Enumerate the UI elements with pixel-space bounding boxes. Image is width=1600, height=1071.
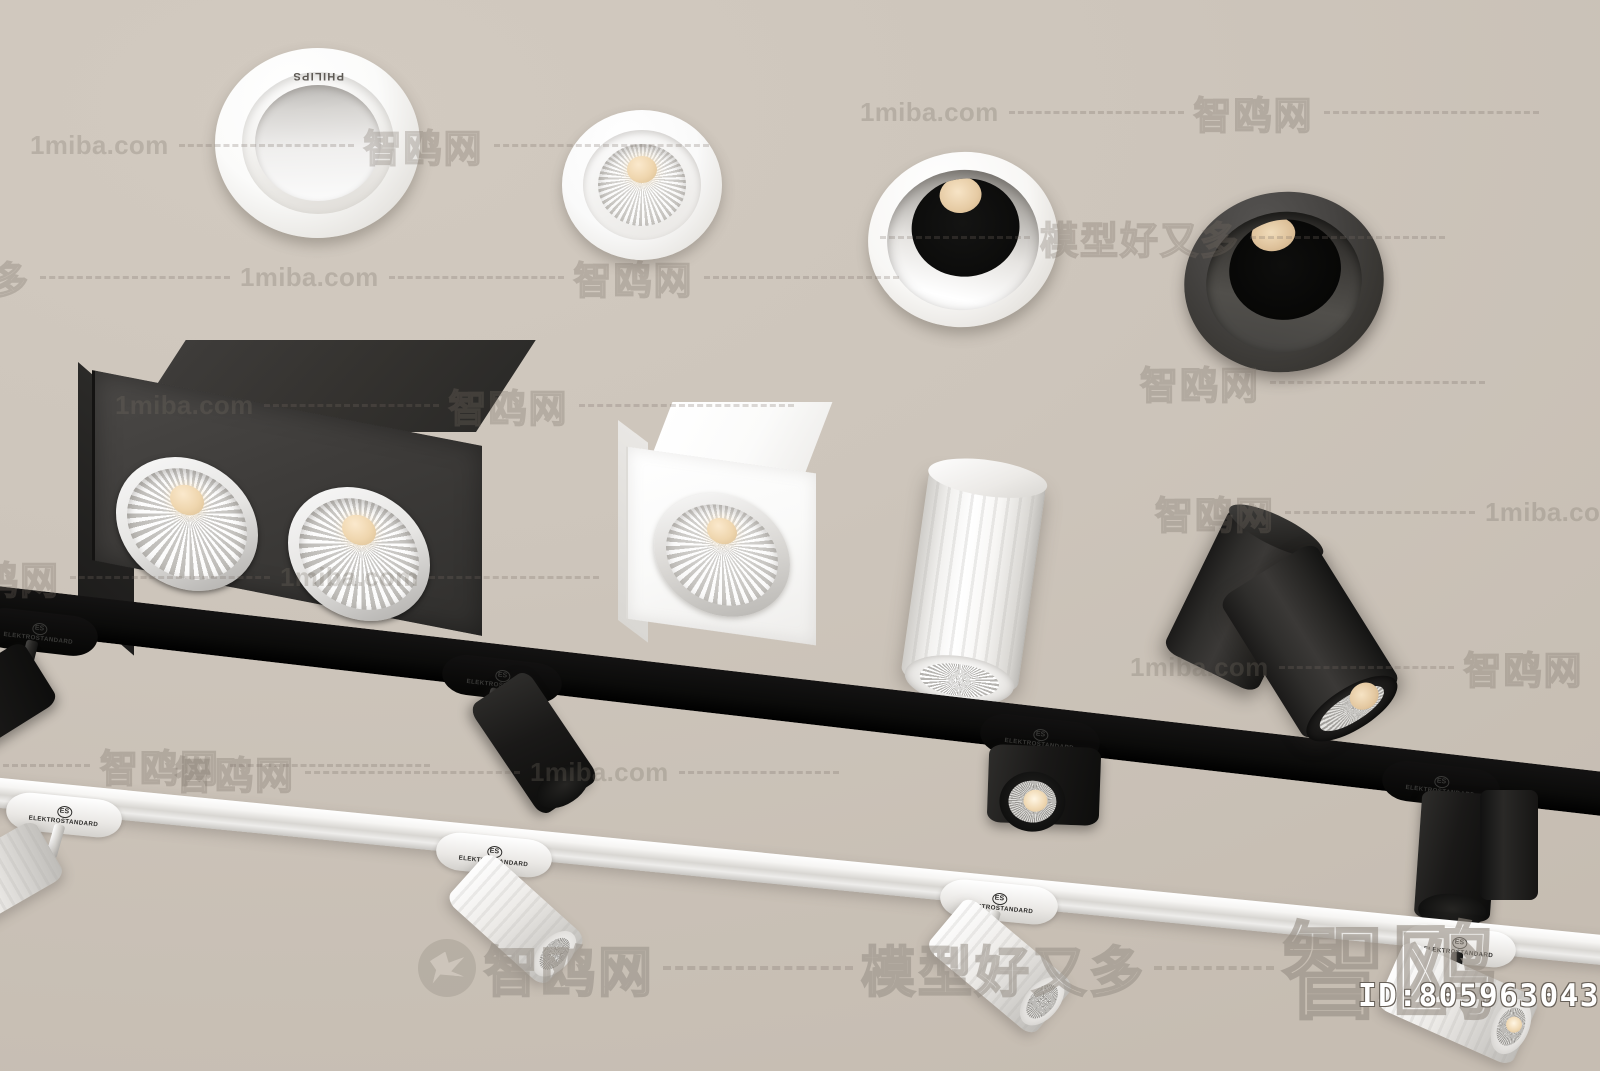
deep-reflector [879, 160, 1047, 319]
downlight-trim-ring: PHILIPS [215, 48, 420, 238]
track-rail-white-system: ES ELEKTROSTANDARD ES ELEKTROSTANDARD ES… [0, 700, 1600, 1071]
lens-housing [1482, 992, 1540, 1061]
lens-housing [1011, 968, 1074, 1034]
watermark-site-latin: 1miba.com [30, 130, 169, 160]
watermark-row: 1miba.com 智鸥网 [860, 85, 1539, 140]
track-spot-black-pendant[interactable] [1480, 790, 1538, 900]
watermark-site-latin: 1miba.com [860, 97, 999, 127]
recessed-round-downlight-philips[interactable]: PHILIPS [215, 48, 420, 238]
downlight-trim-ring [1171, 177, 1397, 387]
downlight-trim-ring [562, 110, 722, 260]
light-aperture [905, 171, 1026, 283]
recessed-deep-tilt-downlight-black[interactable] [1171, 177, 1397, 387]
watermark-site-cjk: 智鸥网 [1193, 93, 1314, 138]
downlight-gimbal-ring [583, 130, 701, 240]
cob-led-chip [937, 174, 984, 215]
cob-led-chip [1248, 213, 1298, 255]
cob-led-chip [627, 156, 657, 183]
deep-reflector [1196, 200, 1372, 364]
downlight-inner-ring [241, 72, 394, 214]
lens-housing [524, 923, 585, 985]
cylinder-top-cap [925, 451, 1050, 505]
recessed-adjustable-cob-downlight[interactable] [562, 110, 722, 260]
downlight-diffuser [254, 85, 381, 201]
downlight-trim-ring [858, 141, 1068, 338]
watermark-site-latin: 1miba.com [240, 262, 379, 292]
reflector-cone [533, 932, 576, 976]
watermark-row: 模型好又多 1miba.com 智鸥网 [0, 250, 899, 305]
cob-led-chip [170, 482, 204, 518]
light-aperture [1221, 211, 1349, 328]
philips-brand-label: PHILIPS [291, 70, 344, 82]
recessed-deep-tilt-downlight-white[interactable] [858, 141, 1068, 338]
watermark-tagline-cjk: 模型好又多 [0, 258, 31, 303]
reflector-cone [598, 144, 686, 226]
track-rail-white[interactable] [0, 775, 1600, 970]
reflector-cone [1020, 978, 1065, 1025]
pendant-body [1480, 790, 1538, 900]
